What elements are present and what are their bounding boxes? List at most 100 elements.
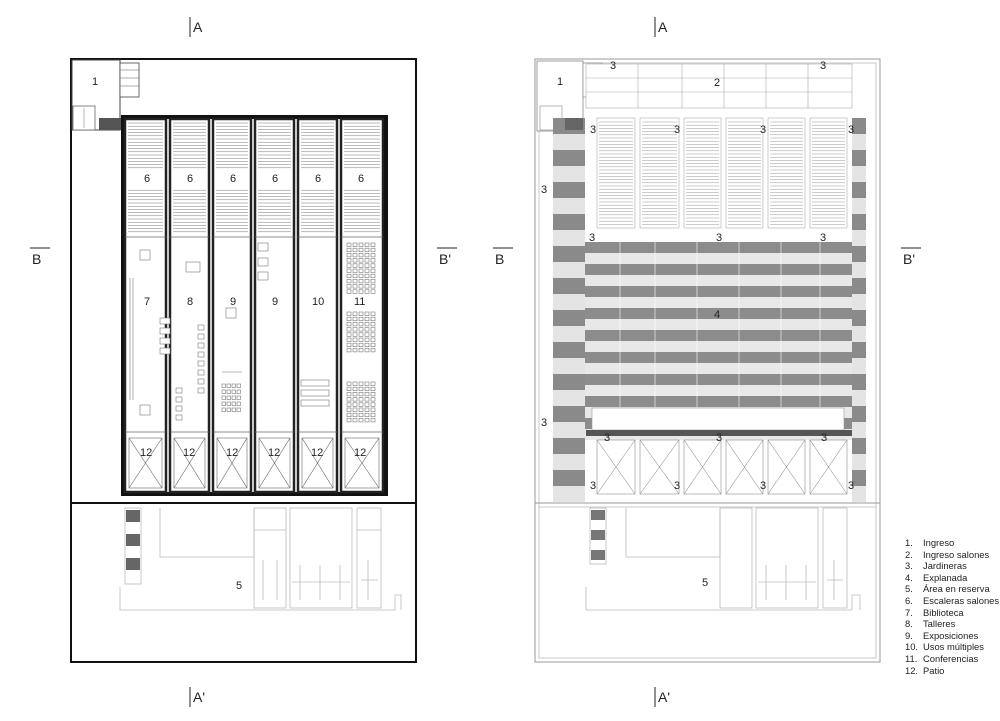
esplanade-stripe [585,297,852,308]
patio-label-4: 12 [268,447,280,459]
seat [364,247,370,252]
label-reserve-right: 5 [702,577,708,589]
esplanade-stripe [585,352,852,363]
seat [352,322,358,327]
seat [231,401,236,406]
stair-label-1: 6 [144,173,150,185]
stair-label-4: 6 [272,173,278,185]
planter-stripe [852,310,866,326]
room-label-exhibition-2: 9 [272,296,278,308]
planter-label-7: 3 [541,184,547,196]
seat [364,253,370,258]
seat [226,401,231,406]
planter-label-12: 3 [604,432,610,444]
seat [175,405,183,412]
seat [352,392,358,397]
table [139,249,151,261]
planter-stripe [852,150,866,166]
terrace-edge [586,430,852,436]
planter-stripe [553,278,585,294]
seat [370,337,376,342]
seat [364,381,370,386]
planter-label-8: 3 [589,232,595,244]
seat [370,381,376,386]
seat [346,279,352,284]
classroom-strip [339,117,385,494]
seat [352,273,358,279]
legend-item-2: 2.Ingreso salones [905,548,990,560]
planter-stripe [553,486,585,502]
classroom-strip [211,117,253,494]
planter-label-6: 3 [848,124,854,136]
seat [346,392,352,397]
seat [352,386,358,392]
planter-label-15: 3 [590,480,596,492]
seat [364,386,370,392]
seat [358,284,364,289]
seat [370,322,376,327]
planter-stripe [852,390,866,406]
seat [346,258,352,263]
seat [352,268,358,273]
esplanade-stripe [585,363,852,374]
patio-diagonal [596,439,636,495]
reading-desk [159,347,171,355]
seat [370,392,376,397]
seat [364,337,370,342]
room-label-library: 7 [144,296,150,308]
seat [358,279,364,284]
planter-stripe [553,214,585,230]
long-table [300,389,330,397]
patio-diagonal [301,437,334,489]
seat [197,324,205,331]
planter-label-5: 3 [760,124,766,136]
stair-label-5: 6 [315,173,321,185]
seat [352,289,358,294]
seat [197,342,205,349]
seat [352,316,358,322]
stair-label-6: 6 [358,173,364,185]
planter-stripe [852,374,866,390]
planter-label-17: 3 [760,480,766,492]
seat [358,322,364,327]
patio-square [128,437,163,489]
reading-desk [159,327,171,335]
section-markers: A A A' A' B B' B B' [30,17,921,707]
planter-stripe [852,454,866,470]
planter-stripe [852,166,866,182]
planter-stripe [852,214,866,230]
seat [346,397,352,402]
label-esplanade: 4 [714,309,720,321]
seat [197,351,205,358]
seat [352,332,358,337]
esplanade-stripe [585,374,852,385]
planter-stripe [553,454,585,470]
seat [352,311,358,316]
seat [346,253,352,258]
seat [358,412,364,418]
reading-desk [159,337,171,345]
reading-desk [159,317,171,325]
seat [231,395,236,400]
patio-diagonal [216,437,248,489]
reserve-area-right [585,507,861,611]
seat [175,414,183,421]
seat [236,383,241,388]
planter-label-16: 3 [674,480,680,492]
planter-stripe [553,262,585,278]
classroom-strip [168,117,211,494]
display [257,257,269,267]
planter-stripe [852,342,866,358]
seat [364,332,370,337]
seat [197,387,205,394]
seat [231,383,236,388]
planter-stripe [553,390,585,406]
seat [346,348,352,353]
seat [346,247,352,252]
seat [358,247,364,252]
legend-item-4: 4.Explanada [905,571,968,583]
patio-label-6: 12 [354,447,366,459]
planter-stripe [852,134,866,150]
seat [364,263,370,268]
